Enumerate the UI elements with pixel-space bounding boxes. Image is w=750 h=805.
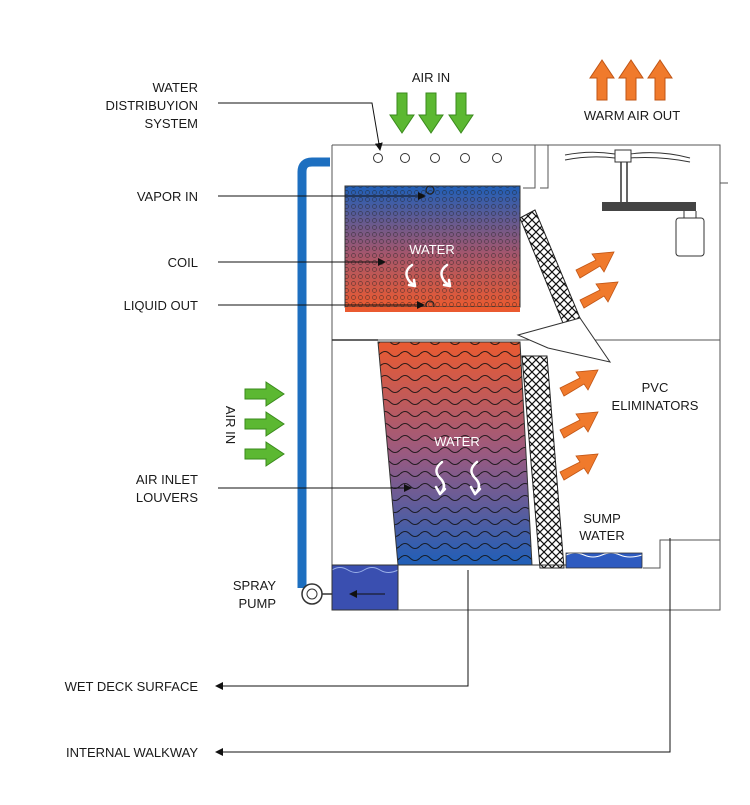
label-pvc-eliminators-1: PVC bbox=[642, 380, 669, 395]
label-deck-water: WATER bbox=[434, 434, 480, 449]
spray-water-pipe bbox=[297, 157, 330, 588]
label-sump-water-1: SUMP bbox=[583, 511, 621, 526]
label-air-inlet-louvers-2: LOUVERS bbox=[136, 490, 198, 505]
fan-assembly bbox=[564, 149, 705, 257]
leader-lines bbox=[215, 102, 671, 756]
wet-deck-fill bbox=[377, 341, 533, 566]
label-sump-water-2: WATER bbox=[579, 528, 625, 543]
upper-eliminator bbox=[519, 209, 581, 329]
coil bbox=[344, 185, 521, 312]
label-liquid-out: LIQUID OUT bbox=[124, 298, 198, 313]
internal-airflow-arrows bbox=[559, 251, 619, 481]
deflector-plate bbox=[516, 317, 612, 363]
tower-casing bbox=[331, 144, 728, 611]
label-coil-water: WATER bbox=[409, 242, 455, 257]
spray-pump-basin bbox=[331, 564, 399, 611]
label-wet-deck-surface: WET DECK SURFACE bbox=[65, 679, 199, 694]
label-warm-air-out: WARM AIR OUT bbox=[584, 108, 680, 123]
label-coil: COIL bbox=[168, 255, 198, 270]
label-air-in-top: AIR IN bbox=[412, 70, 450, 85]
warm-air-out-arrows bbox=[589, 59, 673, 101]
pvc-eliminator bbox=[521, 355, 565, 569]
label-pvc-eliminators-2: ELIMINATORS bbox=[612, 398, 699, 413]
water-distribution-nozzles bbox=[373, 153, 502, 163]
label-spray-pump-2: PUMP bbox=[238, 596, 276, 611]
label-water-distribution-3: SYSTEM bbox=[145, 116, 198, 131]
label-air-inlet-louvers-1: AIR INLET bbox=[136, 472, 198, 487]
label-air-in-side: AIR IN bbox=[223, 406, 238, 444]
deck-water-flow-arrows bbox=[434, 460, 482, 496]
sump-water bbox=[565, 552, 643, 569]
label-spray-pump-1: SPRAY bbox=[233, 578, 276, 593]
air-in-top-arrows bbox=[389, 92, 474, 134]
air-in-side-arrows bbox=[244, 381, 285, 467]
label-vapor-in: VAPOR IN bbox=[137, 189, 198, 204]
label-internal-walkway: INTERNAL WALKWAY bbox=[66, 745, 198, 760]
label-water-distribution-1: WATER bbox=[153, 80, 199, 95]
coil-water-flow-arrows bbox=[405, 263, 452, 288]
label-water-distribution-2: DISTRIBUYION bbox=[106, 98, 198, 113]
